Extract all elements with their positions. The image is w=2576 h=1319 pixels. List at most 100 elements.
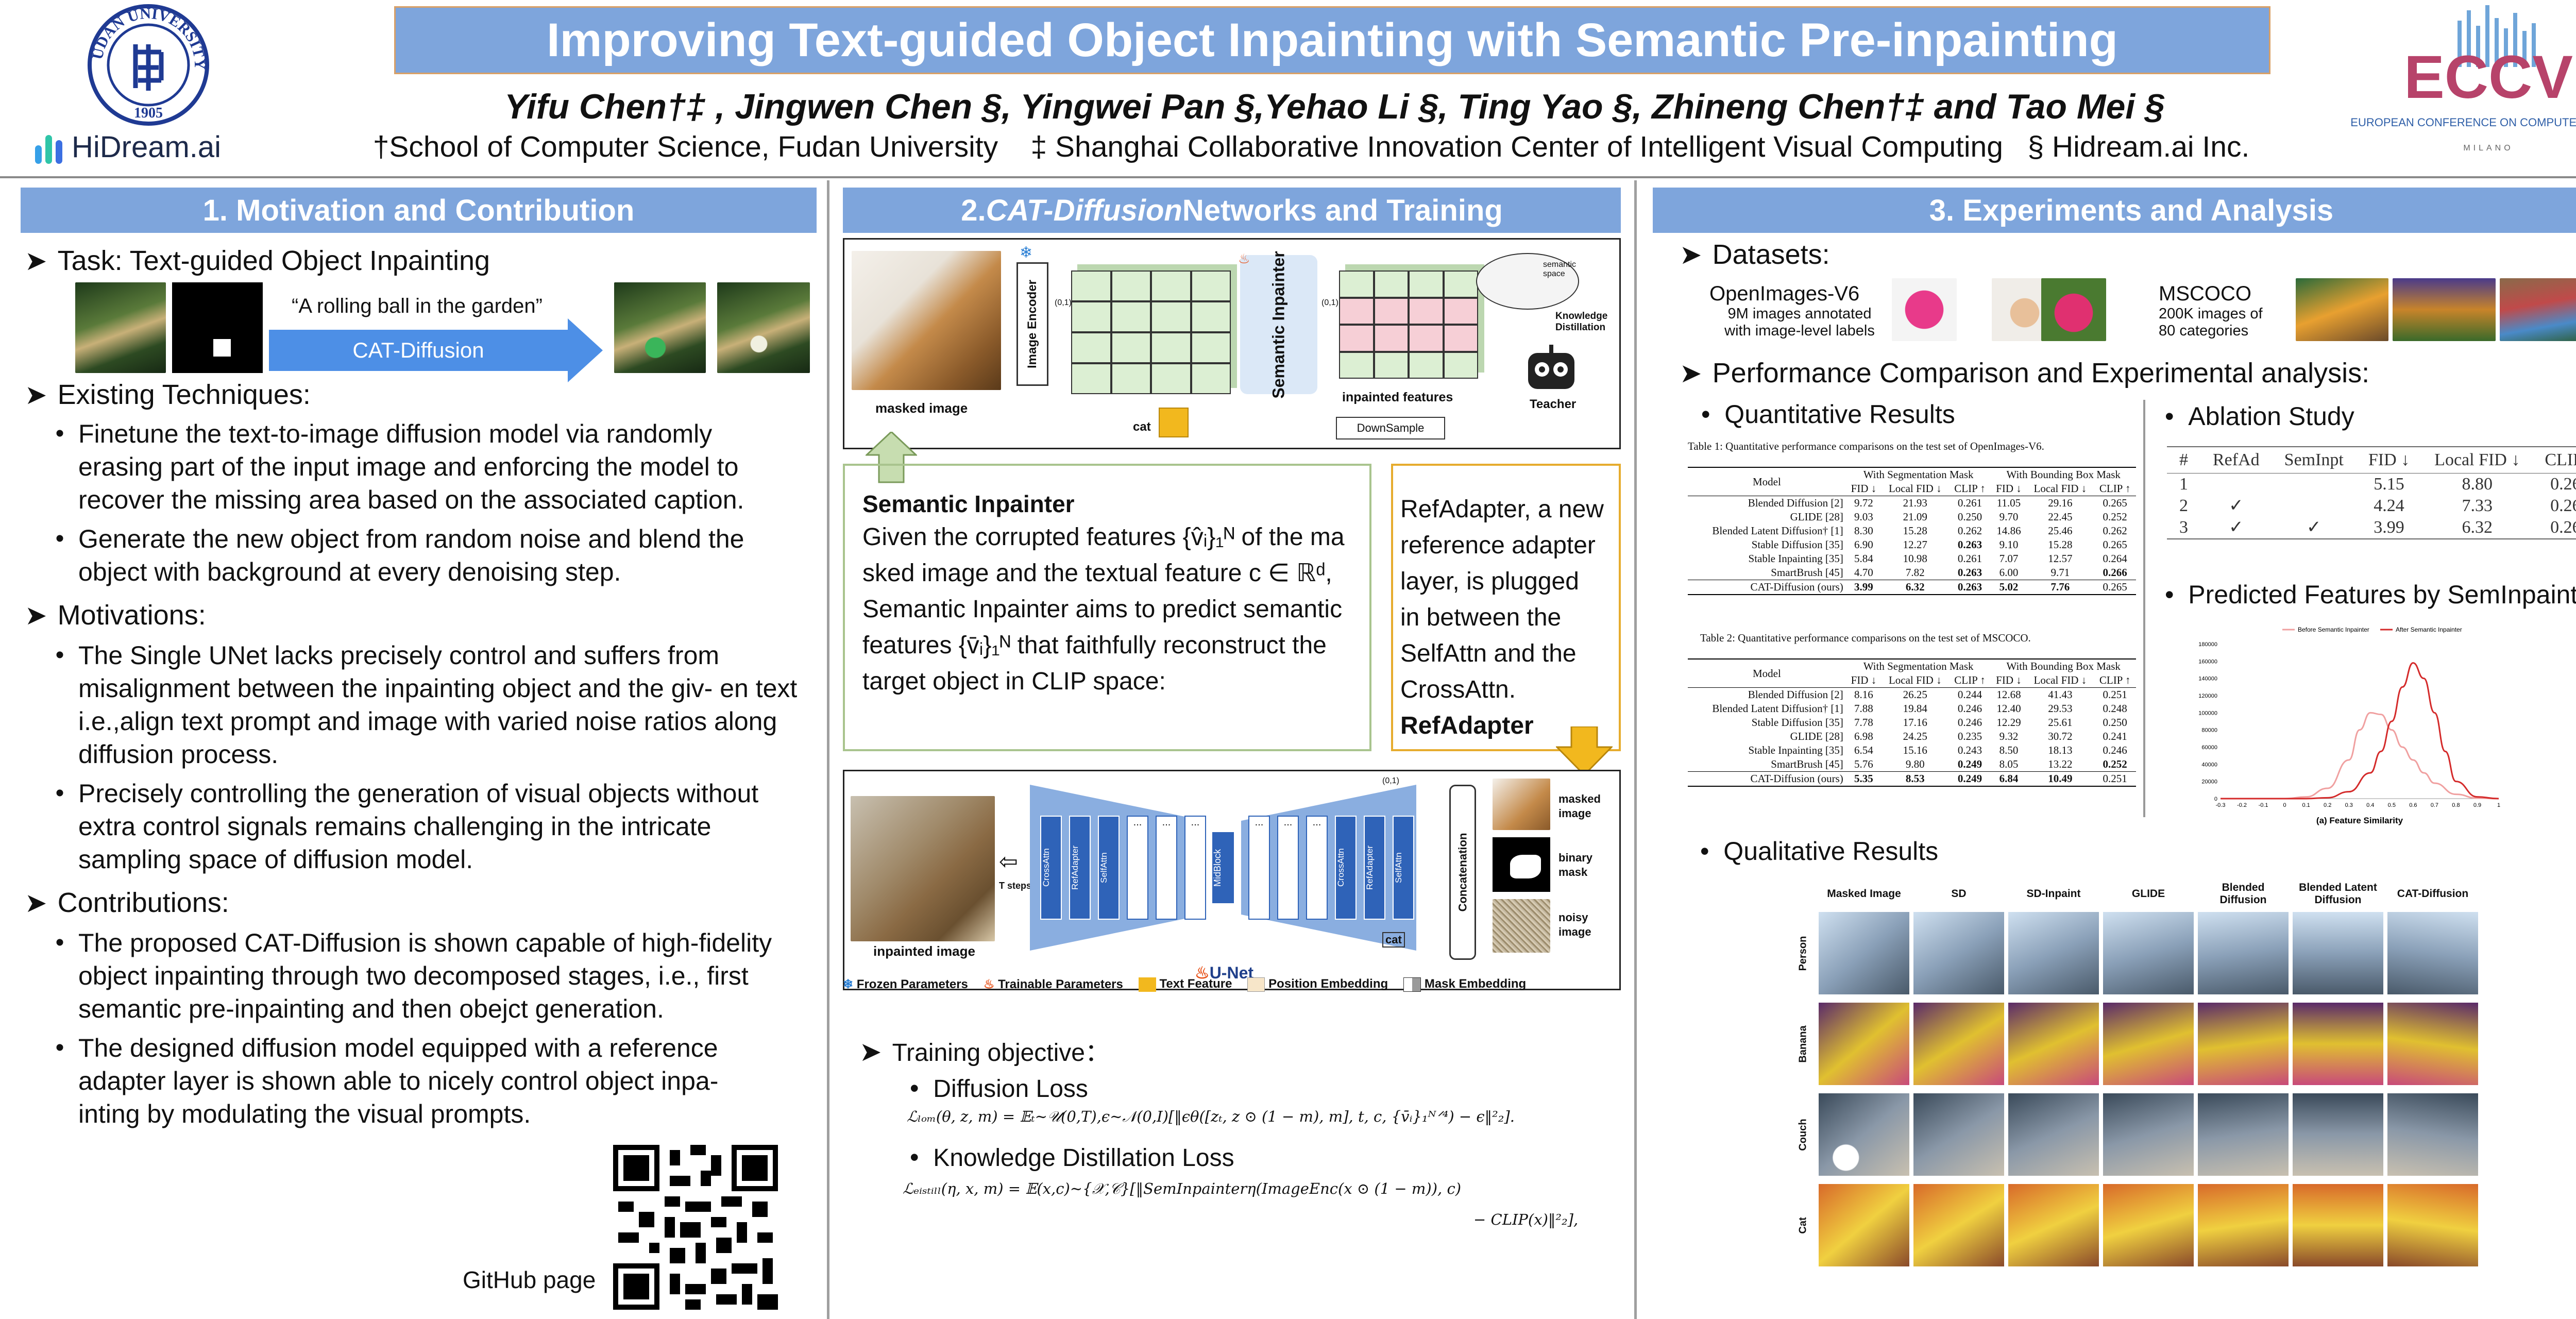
ellipsis-block: ...: [1277, 816, 1299, 920]
mscoco-info: MSCOCO 200K images of 80 categories: [2159, 282, 2263, 339]
unet-body: CrossAttn RefAdapter SelfAttn ... ... ..…: [1030, 785, 1416, 951]
ellipsis-block: ...: [1184, 816, 1206, 920]
task-figure: “A rolling ball in the garden” CAT-Diffu…: [75, 282, 812, 382]
unet-decoder-blocks: ... ... ... CrossAttn RefAdapter SelfAtt…: [1248, 816, 1414, 920]
x-tick-label: 1: [2497, 802, 2500, 808]
unet-encoder-blocks: CrossAttn RefAdapter SelfAttn ... ... ..…: [1040, 816, 1206, 920]
masked-image-small-label: masked image: [1558, 792, 1601, 820]
qual-image: [1913, 1184, 2004, 1266]
qual-image: [2198, 1093, 2289, 1176]
existing-list: •Finetune the text-to-image diffusion mo…: [41, 417, 824, 588]
result-divider: [2143, 400, 2145, 817]
position-embedding-swatch: [1247, 977, 1265, 992]
t-steps-label: T steps: [999, 881, 1032, 891]
arrow-bullet-icon: ➤: [1680, 359, 1702, 388]
result-image-2: [717, 282, 810, 373]
motivations-heading-text: Motivations:: [57, 600, 206, 631]
section3-heading: 3. Experiments and Analysis: [1653, 188, 2576, 233]
github-qr-code[interactable]: [613, 1145, 778, 1310]
x-tick-label: 0.7: [2431, 802, 2438, 808]
qual-column-header: Blended Latent Diffusion: [2299, 882, 2377, 906]
quant-heading: • Quantitative Results: [1701, 400, 1955, 429]
task-prompt: “A rolling ball in the garden”: [292, 295, 543, 317]
github-label: GitHub page: [463, 1266, 596, 1293]
poster-title: Improving Text-guided Object Inpainting …: [547, 13, 2118, 66]
hidream-logo-text: HiDream.ai: [72, 130, 222, 164]
x-tick-label: 0.2: [2324, 802, 2331, 808]
task-heading: ➤Task: Text-guided Object Inpainting: [25, 244, 490, 278]
crossattn-block: CrossAttn: [1335, 816, 1357, 920]
semantic-inpainter-block: Semantic Inpainter: [1240, 251, 1317, 398]
svg-text:ECCV: ECCV: [2404, 43, 2573, 111]
crossattn-block: CrossAttn: [1040, 816, 1062, 920]
legend-item: Position Embedding: [1247, 977, 1388, 992]
mask-embedding-swatch: [1403, 977, 1421, 992]
semantic-inpainter-figure: masked image Image Encoder ❄ (0,1) cat S…: [843, 238, 1621, 449]
left-arrow-icon: ⇦: [999, 849, 1018, 874]
contributions-heading-text: Contributions:: [57, 887, 229, 918]
cat-label: cat: [1382, 932, 1405, 948]
existing-heading: ➤Existing Techniques:: [25, 378, 311, 412]
contributions-heading: ➤ Contributions:: [25, 886, 229, 920]
qual-image: [2103, 912, 2194, 994]
qual-image: [2293, 912, 2383, 994]
kd-label: Knowledge Distillation: [1555, 311, 1608, 333]
text-feature-swatch: [1138, 977, 1156, 992]
y-tick-label: 0: [2214, 796, 2217, 802]
hidream-icon: [35, 131, 62, 164]
table1-caption: Table 1: Quantitative performance compar…: [1688, 440, 2044, 452]
qual-image: [1913, 912, 2004, 994]
arrow-bullet-icon: ➤: [25, 888, 47, 918]
qual-row-label: Person: [1797, 936, 1809, 971]
mscoco-sample-2: [2393, 278, 2496, 341]
y-tick-label: 60000: [2201, 745, 2217, 751]
affiliations: †School of Computer Science, Fudan Unive…: [372, 130, 2250, 163]
x-axis-label: (a) Feature Similarity: [2316, 816, 2403, 825]
qual-image: [2198, 912, 2289, 994]
result-image-1: [614, 282, 706, 373]
series-line-0: [2221, 712, 2499, 800]
qual-image: [1819, 912, 1909, 994]
qual-heading: • Qualitative Results: [1700, 837, 1939, 866]
teacher-robot-icon: [1520, 343, 1582, 399]
qual-image: [2387, 1003, 2478, 1085]
qual-image: [1819, 1184, 1909, 1266]
dim-label: (0,1): [1055, 298, 1072, 307]
qual-image: [2387, 912, 2478, 994]
qual-column-header: GLIDE: [2131, 888, 2165, 900]
qual-image: [2293, 1184, 2383, 1266]
arrow-bullet-icon: ➤: [25, 380, 47, 410]
masked-image-small: [1493, 779, 1550, 830]
x-tick-label: 0.4: [2366, 802, 2374, 808]
legend-item: ♨ Trainable Parameters: [983, 977, 1123, 991]
legend-item: Mask Embedding: [1403, 977, 1526, 992]
qual-image: [2008, 1184, 2099, 1266]
qual-image: [2103, 1093, 2194, 1176]
table-row: 15.158.800.262: [2179, 475, 2576, 494]
openimages-info: OpenImages-V6 9M images annotated with i…: [1709, 282, 1875, 339]
downsample-block: DownSample: [1336, 417, 1445, 439]
refadapter-block: RefAdapter: [1069, 816, 1091, 920]
mscoco-sample-3: [2500, 278, 2576, 341]
qual-image: [2387, 1184, 2478, 1266]
x-tick-label: 0.9: [2473, 802, 2481, 808]
mask-image: [172, 282, 263, 373]
legend-item: ❄ Frozen Parameters: [843, 977, 968, 991]
arrow-bullet-icon: ➤: [1680, 240, 1702, 270]
teacher-label: Teacher: [1530, 397, 1577, 411]
concatenation-block: Concatenation: [1449, 785, 1476, 960]
section1-heading: 1. Motivation and Contribution: [21, 188, 817, 233]
openimages-sample-ball2: [2041, 278, 2106, 341]
refadapter-block: RefAdapter: [1364, 816, 1385, 920]
masked-image-thumb: [852, 251, 1001, 390]
qual-image: [1913, 1093, 2004, 1176]
header-divider: [0, 176, 2576, 178]
inpainted-image-thumb: [851, 796, 995, 941]
ellipsis-block: ...: [1248, 816, 1270, 920]
datasets-heading: ➤Datasets:: [1680, 239, 1830, 270]
